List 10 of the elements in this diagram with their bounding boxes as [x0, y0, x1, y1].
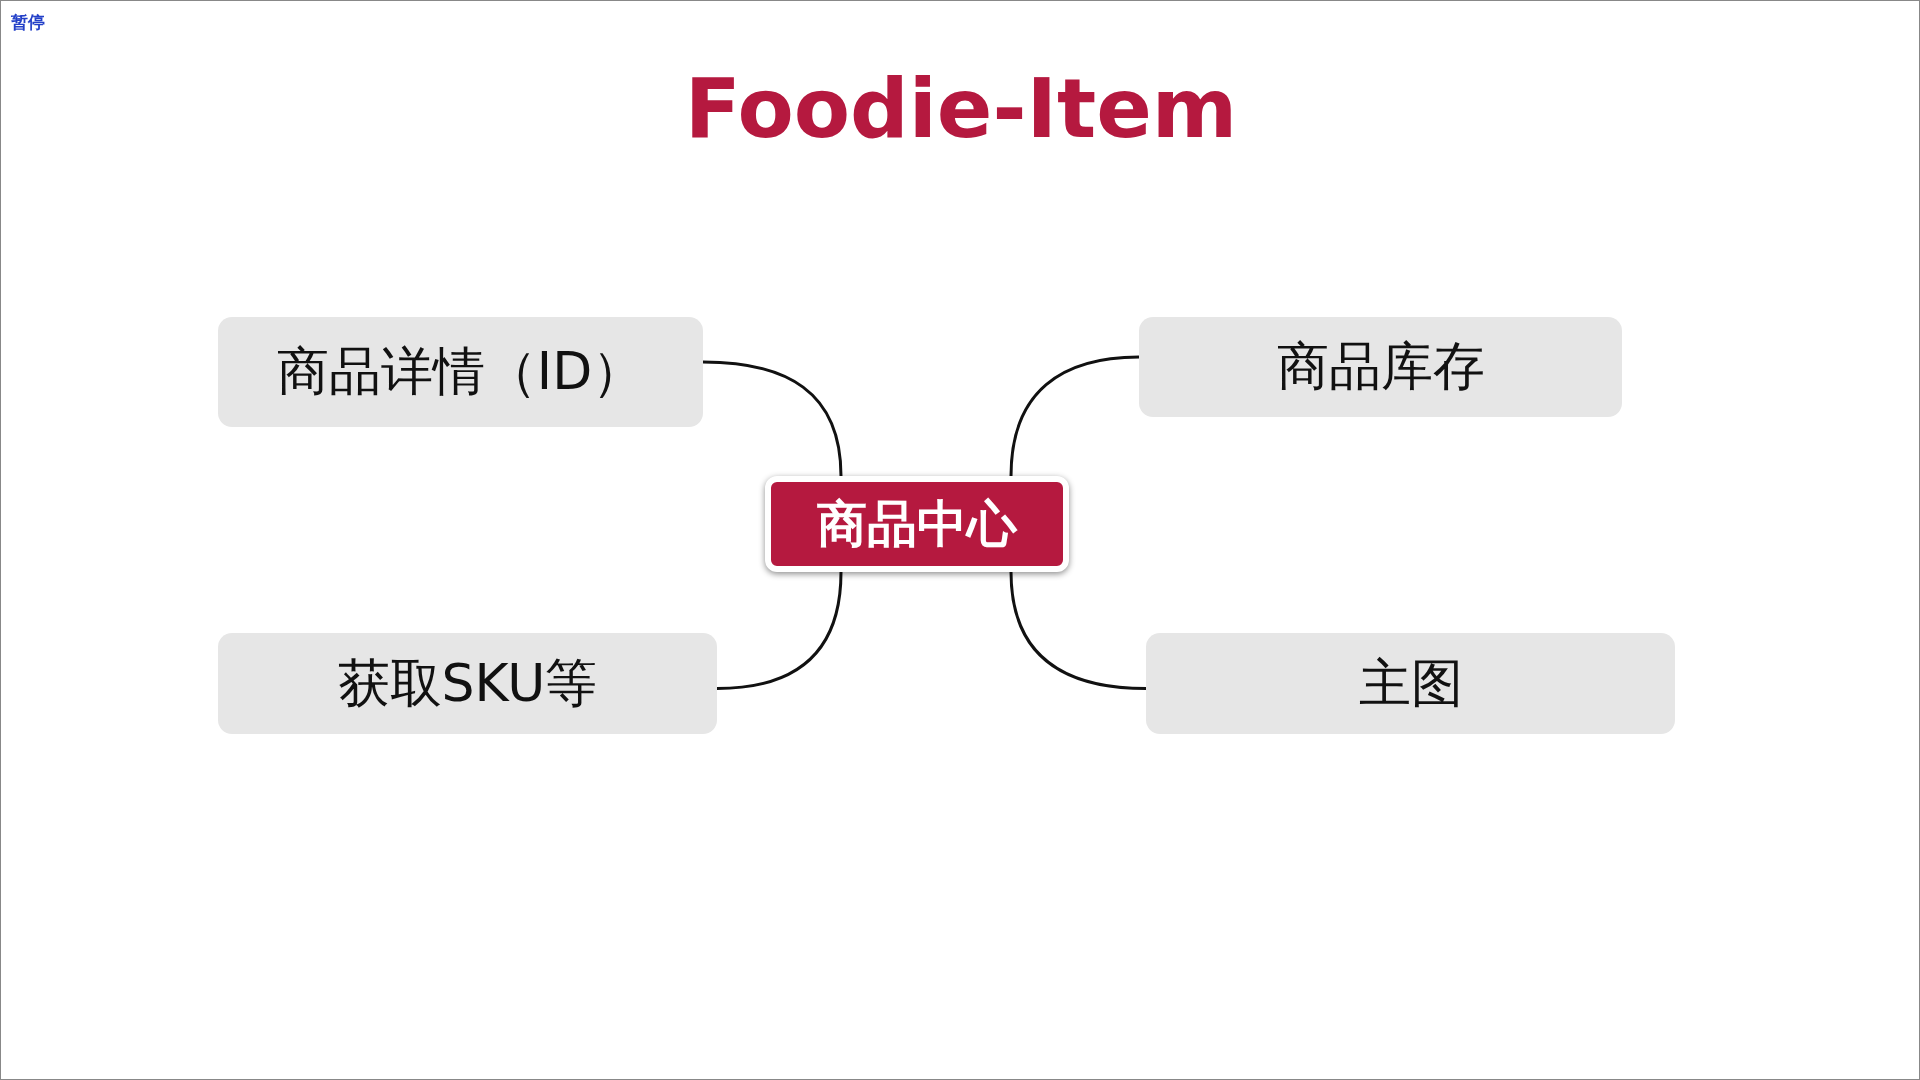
status-text: 暂停: [11, 11, 45, 34]
topic-box: 商品库存: [1139, 317, 1622, 417]
title: Foodie-Item: [683, 61, 1239, 156]
topic-box: 获取SKU等: [218, 633, 717, 734]
connector-line: [1009, 355, 1140, 477]
connector-line: [702, 360, 843, 477]
topic-box: 主图: [1146, 633, 1675, 734]
connector-line: [716, 571, 843, 690]
topic-box: 商品详情（ID）: [218, 317, 703, 427]
connector-line: [1009, 571, 1147, 690]
